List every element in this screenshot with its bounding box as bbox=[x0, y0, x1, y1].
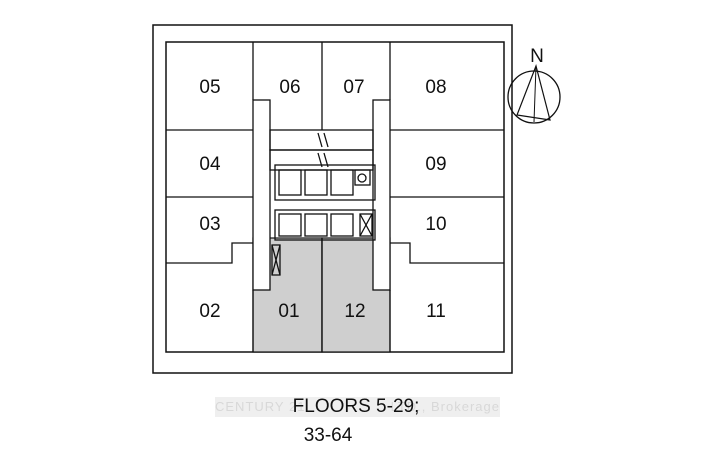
compass-icon: N bbox=[507, 46, 561, 124]
unit-04-label[interactable]: 04 bbox=[199, 154, 221, 175]
unit-08-label[interactable]: 08 bbox=[425, 77, 446, 98]
unit-12-label[interactable]: 12 bbox=[344, 301, 365, 322]
unit-10-label[interactable]: 10 bbox=[425, 214, 446, 235]
watermark-right: LTD., Brokerage bbox=[390, 399, 500, 414]
unit-09-label[interactable]: 09 bbox=[425, 154, 446, 175]
unit-07-label[interactable]: 07 bbox=[343, 77, 364, 98]
unit-03-label[interactable]: 03 bbox=[199, 214, 220, 235]
unit-02-label[interactable]: 02 bbox=[199, 301, 220, 322]
watermark-left: CENTURY 21 bbox=[215, 399, 306, 414]
floors-caption-line1: FLOORS 5-29; bbox=[292, 396, 420, 417]
building-outline bbox=[152, 24, 513, 374]
compass-north-label: N bbox=[530, 46, 544, 67]
unit-06-label[interactable]: 06 bbox=[279, 77, 300, 98]
unit-05-label[interactable]: 05 bbox=[199, 77, 220, 98]
unit-11-label[interactable]: 11 bbox=[426, 301, 446, 322]
wall-lines bbox=[166, 42, 504, 352]
floors-caption-line2: 33-64 bbox=[303, 425, 353, 446]
watermark: CENTURY 21 LTD., Brokerage bbox=[215, 397, 500, 417]
unit-labels: 05 06 07 08 04 09 03 10 02 01 12 11 bbox=[199, 77, 446, 322]
unit-01-label[interactable]: 01 bbox=[278, 301, 299, 322]
